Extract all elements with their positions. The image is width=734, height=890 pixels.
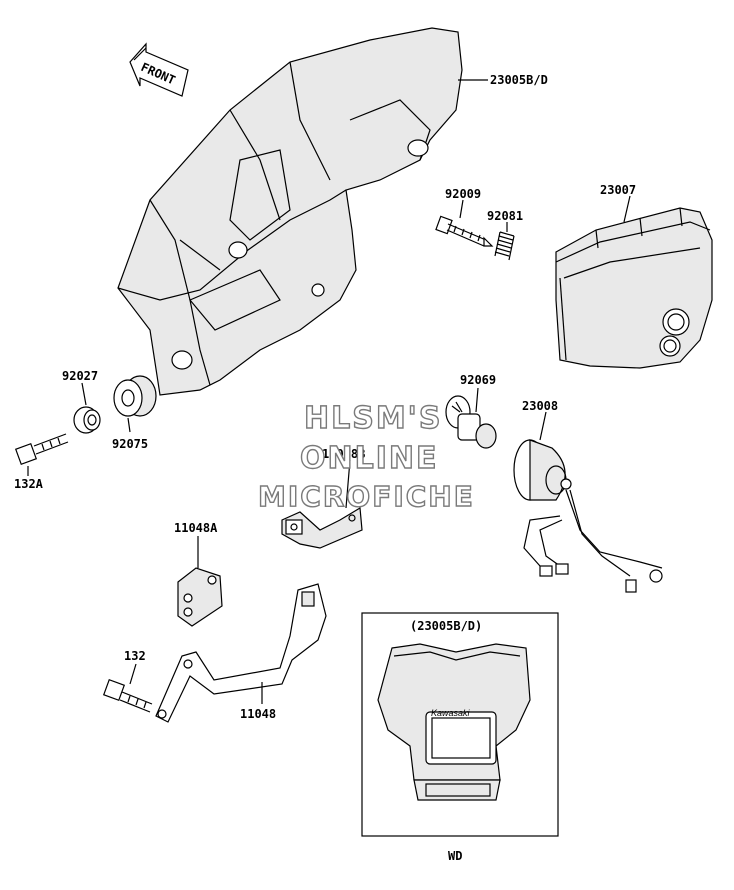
spring-92081	[494, 231, 515, 261]
damper-92075	[113, 375, 157, 417]
watermark-line-3: MICROFICHE	[258, 480, 475, 513]
part-label-23008: 23008	[522, 399, 558, 413]
leader-line	[539, 411, 547, 441]
leader-line	[475, 387, 479, 413]
watermark-line-1: HLSM'S	[304, 401, 442, 436]
inset-title: (23005B/D)	[410, 619, 482, 633]
leader-line	[129, 663, 137, 685]
leader-line	[459, 199, 464, 219]
inset-badge: Kawasaki	[431, 708, 471, 718]
part-label-23005bd: 23005B/D	[490, 73, 548, 87]
headlight-lens-23007	[555, 207, 713, 369]
headlight-housing	[117, 27, 463, 396]
part-label-11048b: 11048B	[322, 447, 365, 461]
front-arrow-icon: FRONT	[129, 42, 189, 97]
part-label-132: 132	[124, 649, 146, 663]
collar-92027	[73, 406, 101, 434]
part-label-92027: 92027	[62, 369, 98, 383]
inset-frame	[361, 612, 559, 837]
socket-harness-23008	[513, 439, 663, 593]
part-label-11048a: 11048A	[174, 521, 218, 535]
stay-11048	[155, 583, 327, 723]
leader-line	[81, 382, 87, 406]
watermark: HLSM'S ONLINE MICROFICHE	[257, 400, 475, 513]
watermark-line-2: ONLINE	[300, 441, 439, 476]
bolt-132a	[14, 433, 69, 466]
leader-line	[345, 459, 351, 509]
bracket-11048b	[281, 506, 363, 549]
part-label-132a: 132A	[14, 477, 44, 491]
screw-92009	[435, 215, 494, 247]
bracket-11048a	[177, 567, 223, 627]
bulb-92069	[445, 395, 497, 449]
part-label-11048: 11048	[240, 707, 276, 721]
part-label-92081: 92081	[487, 209, 523, 223]
part-label-92075: 92075	[112, 437, 148, 451]
part-label-92009: 92009	[445, 187, 481, 201]
inset-caption: WD	[448, 849, 462, 863]
part-label-92069: 92069	[460, 373, 496, 387]
bolt-132	[102, 678, 153, 713]
leader-line	[623, 195, 631, 223]
part-label-23007: 23007	[600, 183, 636, 197]
leader-line	[127, 417, 131, 433]
inset-panel: (23005B/D) Kawasaki	[361, 612, 559, 837]
